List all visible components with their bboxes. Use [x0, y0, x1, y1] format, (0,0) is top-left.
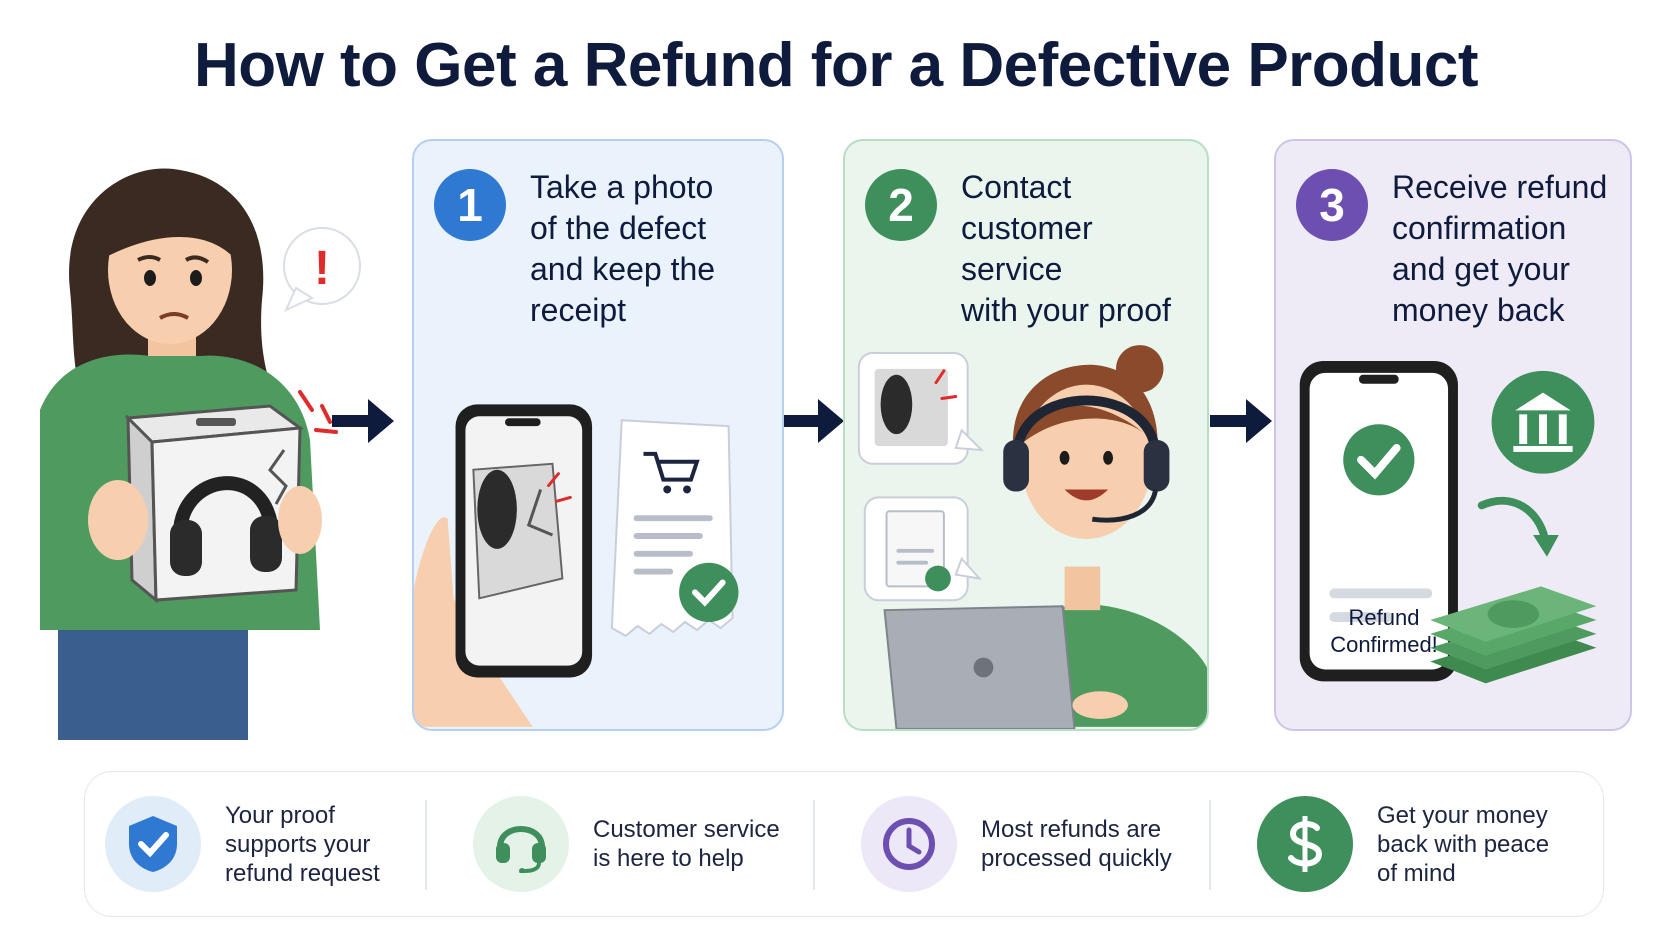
phone-icon [455, 404, 593, 678]
step-number-badge: 1 [434, 169, 506, 241]
feature-speed: Most refunds are processed quickly [861, 792, 1172, 896]
shield-check-icon [105, 796, 201, 892]
step-text: Contact customer service with your proof [961, 169, 1171, 328]
step-card-1: 1 Take a photo of the defect and keep th… [412, 139, 784, 731]
divider [1209, 800, 1211, 890]
receipt-proof-bubble [863, 496, 983, 602]
headset-icon [473, 796, 569, 892]
refund-confirmed-line2: Confirmed! [1330, 632, 1438, 657]
worried-customer-illustration: ! [0, 160, 380, 740]
feature-support: Customer service is here to help [473, 792, 780, 896]
step-number-badge: 2 [865, 169, 937, 241]
alert-speech-bubble [283, 227, 361, 313]
step-number-badge: 3 [1296, 169, 1368, 241]
step-card-3: 3 Receive refund confirmation and get yo… [1274, 139, 1632, 731]
feature-proof: Your proof supports your refund request [105, 792, 380, 896]
arrow-right-icon [332, 399, 394, 443]
feature-text: Your proof supports your refund request [225, 801, 380, 887]
step-description: Take a photo of the defect and keep the … [530, 167, 770, 331]
step-description: Contact customer service with your proof [961, 167, 1195, 331]
feature-text: Customer service is here to help [593, 816, 780, 872]
feature-text: Most refunds are processed quickly [981, 816, 1172, 872]
photo-proof-bubble [857, 352, 985, 465]
bank-icon [1491, 370, 1595, 474]
arrow-right-icon [1210, 399, 1272, 443]
feature-bar: Your proof supports your refund request … [84, 771, 1604, 917]
step-text: Take a photo of the defect and keep the … [530, 169, 716, 328]
divider [425, 800, 427, 890]
refund-confirmation-illustration [1299, 360, 1597, 684]
step-text: Receive refund confirmation and get your… [1392, 169, 1608, 328]
photo-and-receipt-illustration [414, 404, 739, 727]
phone-icon [1299, 360, 1458, 682]
feature-text: Get your money back with peace of mind [1377, 801, 1550, 887]
refund-confirmed-text: Refund Confirmed! [1314, 604, 1454, 658]
damaged-box [124, 404, 305, 604]
step-description: Receive refund confirmation and get your… [1392, 167, 1618, 331]
divider [813, 800, 815, 890]
refund-confirmed-line1: Refund [1348, 605, 1420, 630]
money-stack-icon [1430, 586, 1597, 684]
page-title: How to Get a Refund for a Defective Prod… [193, 31, 1479, 100]
arrow-right-icon [782, 399, 844, 443]
step-card-2: 2 Contact customer service with your pro… [843, 139, 1209, 731]
customer-service-agent-illustration [857, 345, 1207, 729]
receipt-icon [610, 419, 739, 638]
alert-icon: ! [314, 242, 330, 295]
dollar-icon [1257, 796, 1353, 892]
clock-icon [861, 796, 957, 892]
feature-money-back: Get your money back with peace of mind [1257, 792, 1549, 896]
